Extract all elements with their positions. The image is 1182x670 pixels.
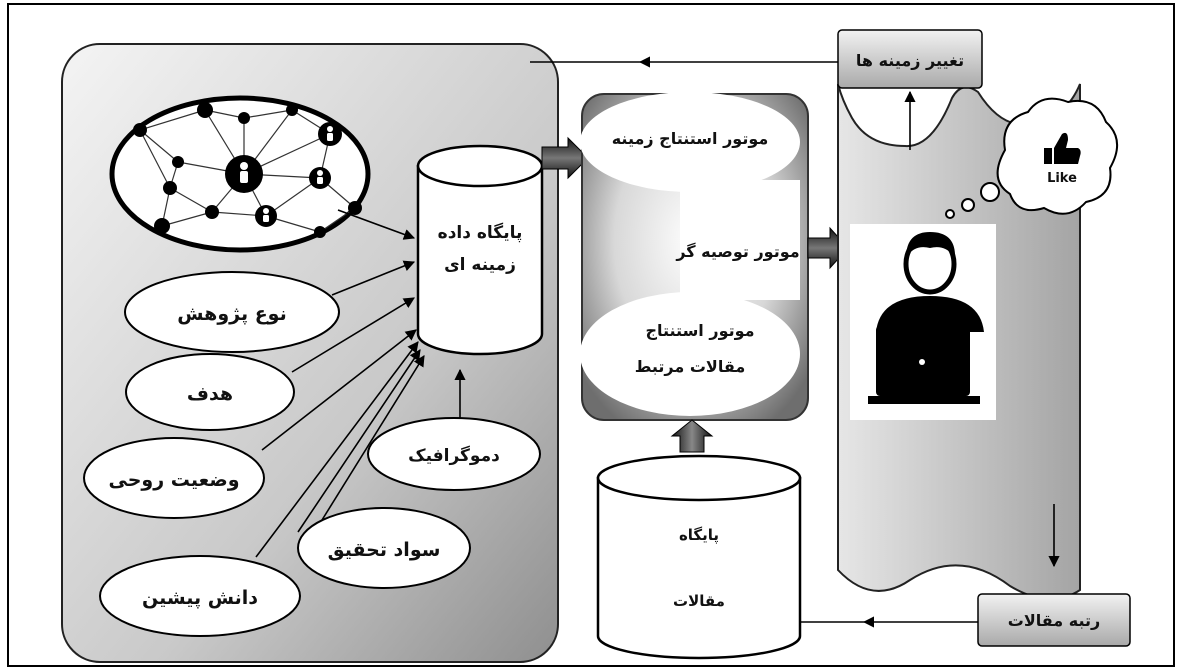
social-network-graph [109,95,371,253]
articles-db-line2: مقالات [673,592,725,610]
flow-arrows [530,56,1060,628]
ellipse-prior-knowledge: دانش پیشین [99,555,301,637]
svg-text:نوع پژوهش: نوع پژوهش [177,303,286,325]
context-inference-engine-label: موتور استنتاج زمینه [612,129,769,148]
ellipse-research-literacy: سواد تحقیق [297,507,471,589]
engine-hourglass [580,92,800,416]
related-articles-engine-line2: مقالات مرتبط [635,357,746,376]
related-articles-engine-line1: موتور استنتاج [645,321,754,340]
ellipse-demographic: دموگرافیک [367,417,541,491]
svg-text:هدف: هدف [187,383,233,405]
fat-arrow-db-to-engine [541,136,589,180]
outer-frame [7,3,1175,667]
context-db-line2: زمینه ای [444,255,516,275]
fat-arrow-articles-to-engine [670,419,714,453]
svg-text:دانش پیشین: دانش پیشین [142,587,258,609]
context-db-line1: پایگاه داده [438,222,523,243]
article-rank-label: رتبه مقالات [1008,611,1100,630]
context-change-box [837,29,983,89]
like-label: Like [1047,171,1077,186]
user-at-laptop-illustration [850,224,996,420]
articles-db-line1: پایگاه [679,526,719,545]
recommender-engine-label: موتور توصیه گر [675,242,799,261]
thumbs-up-icon [1044,132,1081,164]
context-database: پایگاه داده زمینه ای [416,144,544,356]
article-rank-box [977,593,1131,647]
svg-text:سواد تحقیق: سواد تحقیق [328,539,441,561]
ellipse-research-type: نوع پژوهش [124,271,340,353]
context-change-label: تغییر زمینه ها [856,51,964,70]
svg-text:دموگرافیک: دموگرافیک [408,445,500,466]
svg-text:وضعیت روحی: وضعیت روحی [108,469,239,491]
ellipse-mood: وضعیت روحی [83,437,265,519]
articles-database: پایگاه مقالات [596,454,802,660]
input-arrows [255,209,466,558]
ellipse-goal: هدف [125,353,295,431]
